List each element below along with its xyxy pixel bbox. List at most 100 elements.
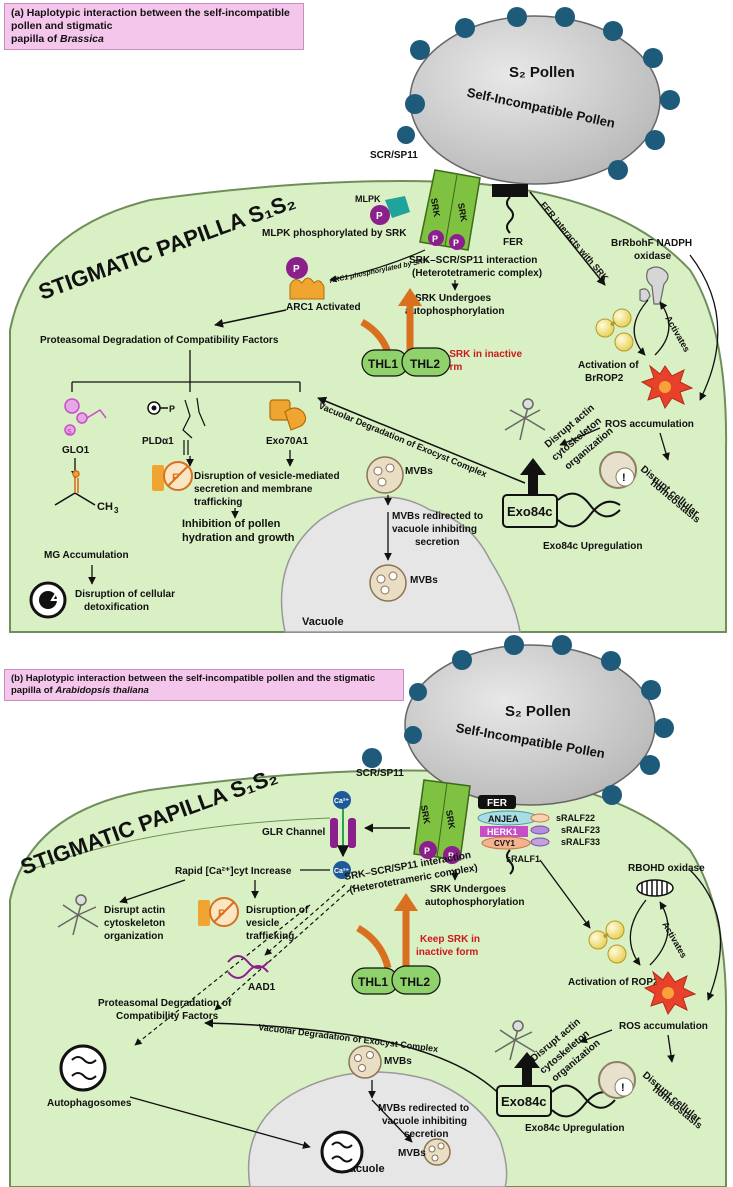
- proteasomal-a: Proteasomal Degradation of Compatibility…: [40, 335, 279, 346]
- mvbs-label-b1: MVBs: [384, 1056, 412, 1067]
- caption-a-line1: (a) Haplotypic interaction between the s…: [11, 7, 290, 32]
- glr-channel-icon: Ca²⁺ Ca²⁺: [330, 791, 356, 879]
- glo1-label: GLO1: [62, 445, 90, 456]
- pollen-title-b: S₂ Pollen: [505, 703, 571, 720]
- keep-srk-b1: Keep SRK in: [420, 934, 480, 945]
- p-label-b2: P: [448, 851, 454, 861]
- pollen-b: S₂ Pollen Self-Incompatible Pollen: [362, 635, 674, 806]
- sralf23-label: sRALF23: [561, 825, 600, 835]
- vesicle-f-label-b: F: [218, 908, 225, 920]
- detox-a1: Disruption of cellular: [75, 589, 175, 600]
- exo84c-up-b: Exo84c Upregulation: [525, 1123, 624, 1134]
- proteasomal-b2: Compatibility Factors: [116, 1011, 219, 1022]
- caption-b-line2: papilla of: [11, 685, 56, 696]
- anjea-label: ANJEA: [488, 814, 519, 824]
- vacuolar-deg-arrow-a: [317, 396, 526, 484]
- actin-b1: Disrupt actin: [104, 905, 165, 916]
- mvbs-redirect-a3: secretion: [415, 537, 459, 548]
- dashed-arrow-autophagy: [134, 904, 311, 1046]
- dashed-arrow-proteasomal: [214, 884, 356, 1011]
- mvb-icon-a2: [369, 564, 407, 602]
- brrboh-a2: oxidase: [634, 251, 672, 262]
- rop2-icon-a: [595, 308, 634, 352]
- ros-label-b: ROS accumulation: [619, 1021, 708, 1032]
- caption-b-line1: (b) Haplotypic interaction between the s…: [11, 673, 376, 684]
- autophagosome-icon-2: [320, 1130, 364, 1174]
- ros-label-a: ROS accumulation: [605, 419, 694, 430]
- thl1-label-a: THL1: [368, 357, 398, 371]
- sralf22-label: sRALF22: [556, 813, 595, 823]
- panel-a: Vacuole S₂ Pollen Self-Incompatible Poll…: [9, 7, 728, 633]
- ch3-label: CH: [97, 501, 113, 513]
- homeostasis-icon-b: !: [598, 1061, 636, 1099]
- ca-top-label: Ca²⁺: [334, 798, 349, 805]
- inhibition-a2: hydration and growth: [182, 532, 295, 544]
- activates-arrow-b: [629, 899, 647, 966]
- vesicle-disruption-icon-b: F: [198, 897, 239, 927]
- rapid-to-actin-arrow: [119, 879, 186, 904]
- caption-a: (a) Haplotypic interaction between the s…: [4, 3, 304, 50]
- proteasomal-b1: Proteasomal Degradation of: [98, 998, 232, 1009]
- mlpk-a: P MLPK MLPK phosphorylated by SRK: [262, 194, 410, 239]
- rop2-b: Activation of ROP2: [568, 977, 659, 988]
- detox-disruption-icon: [29, 581, 67, 619]
- actin-b2: cytoskeleton: [104, 918, 165, 929]
- sralf1-label: sRALF1: [506, 854, 540, 864]
- disruption-a1: Disruption of vesicle-mediated: [194, 471, 340, 482]
- fer-label-b: FER: [487, 798, 508, 809]
- pollen-coat-dots-a: [397, 7, 680, 180]
- pollen-coat-dots-b: [362, 635, 674, 805]
- exo70-icon: [269, 399, 307, 431]
- autophagosome-icon-1: [59, 1044, 107, 1092]
- p-label-a2: P: [453, 238, 459, 248]
- rop2-a1: Activation of: [578, 360, 639, 371]
- panel-b: Vacuole S₂ Pollen Self-Incompatible Poll…: [9, 635, 728, 1187]
- glr-label: GLR Channel: [262, 827, 326, 838]
- rbohd-to-ros-arrow: [689, 869, 722, 1001]
- fer-arrow-a: [529, 191, 606, 286]
- inhibition-a1: Inhibition of pollen: [182, 518, 281, 530]
- activates-back-arrow-a: [654, 301, 670, 356]
- autophagosome-arrow: [129, 1096, 311, 1149]
- pld-label: PLDα1: [142, 436, 174, 447]
- exo84c-label-b: Exo84c: [501, 1094, 547, 1109]
- thl2-label-b: THL2: [400, 975, 430, 989]
- glo1-s-label: S: [67, 429, 72, 436]
- srk-auto-b2: autophosphorylation: [425, 897, 524, 908]
- ros-burst-b: [643, 970, 697, 1016]
- papilla-inner-line-b: [29, 817, 331, 871]
- disruption-a3: trafficking: [194, 497, 242, 508]
- scr-label-b: SCR/SP11: [356, 768, 404, 779]
- actin-b3: organization: [104, 931, 163, 942]
- pld-p-label: P: [169, 404, 175, 414]
- srk-auto-b1: SRK Undergoes: [430, 884, 507, 895]
- mvbs-arrow-b2: [371, 1099, 413, 1143]
- arc1-a: P ARC1 Activated: [286, 257, 361, 313]
- caption-a-line2: papilla of: [11, 33, 61, 45]
- ros-to-homeo-arrow: [659, 432, 670, 461]
- caption-a-species: Brassica: [60, 33, 104, 45]
- vesicle-f-label-a: F: [172, 472, 179, 484]
- ros-to-actin-arrow-b: [579, 1029, 613, 1044]
- thl1-label-b: THL1: [358, 975, 388, 989]
- vacuole-label-a: Vacuole: [302, 616, 344, 628]
- p-label-mlpk: P: [376, 211, 383, 222]
- actin-icon-b2: [494, 1020, 536, 1061]
- rboh-icon-a: [639, 266, 669, 305]
- srk-auto-a2: autophosphorylation: [405, 306, 504, 317]
- fer-to-rop2-arrow: [539, 859, 591, 929]
- dashed-arrow-aad1: [264, 884, 346, 956]
- mvb-icon-b2: [423, 1138, 451, 1166]
- arc1-activated-label: ARC1 Activated: [286, 302, 361, 313]
- scr-label-a: SCR/SP11: [370, 150, 418, 161]
- vesicle-b1: Disruption of: [246, 905, 309, 916]
- mvbs-label-a1: MVBs: [405, 466, 433, 477]
- fer-complex-b: FER ANJEA HERK1 CVY1: [477, 795, 550, 875]
- thl-b: THL1 THL2: [351, 965, 441, 995]
- rboh-to-ros-arrow-a: [689, 254, 719, 401]
- fer-label-a: FER: [503, 237, 524, 248]
- actin-icon-b: [57, 894, 99, 936]
- rbohd-label: RBOHD oxidase: [628, 863, 705, 874]
- aad1-label: AAD1: [248, 982, 276, 993]
